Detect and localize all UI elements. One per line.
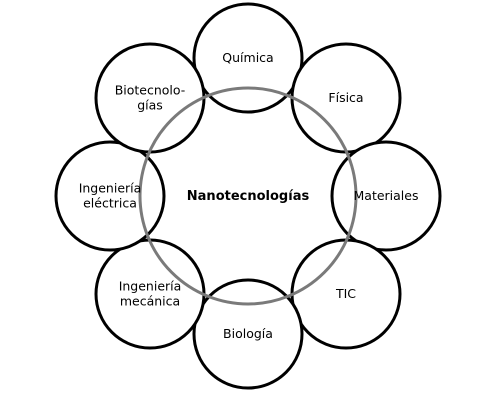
label-materiales: Materiales	[354, 188, 419, 203]
circle-biologia	[192, 278, 304, 390]
label-biologia: Biología	[223, 326, 273, 341]
circle-ingenieria-electrica	[54, 140, 166, 252]
label-ingenieria-mecanica-line2: mecánica	[120, 294, 180, 309]
center-label: Nanotecnologías	[187, 189, 310, 204]
label-fisica: Física	[328, 90, 363, 105]
label-ingenieria-mecanica-line1: Ingeniería	[119, 279, 182, 294]
label-biotecnologias-line2: gías	[137, 98, 163, 113]
label-tic: TIC	[335, 286, 356, 301]
label-ingenieria-electrica-line1: Ingeniería	[79, 181, 142, 196]
satellite-circles	[54, 2, 442, 390]
circle-quimica	[192, 2, 304, 114]
label-ingenieria-electrica-line2: eléctrica	[83, 196, 137, 211]
label-quimica: Química	[222, 50, 273, 65]
label-biotecnologias-line1: Biotecnolo-	[115, 83, 186, 98]
circle-materiales	[330, 140, 442, 252]
center-circle	[138, 86, 358, 306]
